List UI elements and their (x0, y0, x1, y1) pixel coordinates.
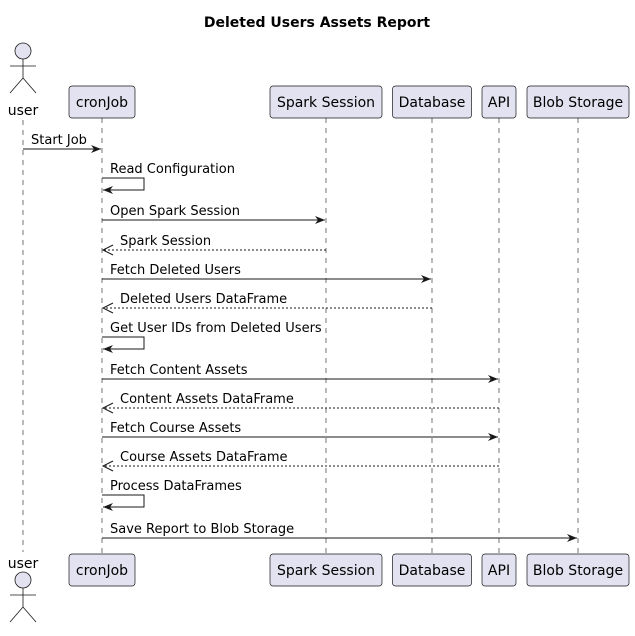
actor-left-leg (9, 606, 24, 623)
actor-head (14, 571, 32, 589)
message-label: Get User IDs from Deleted Users (110, 321, 322, 336)
arrowhead (91, 145, 101, 153)
arrowhead (101, 302, 114, 314)
message-label: Fetch Deleted Users (110, 263, 241, 278)
participant-blob-bottom: Blob Storage (526, 553, 630, 587)
message-label: Read Configuration (110, 162, 235, 177)
participant-db-bottom: Database (392, 553, 472, 587)
arrowhead (101, 402, 114, 414)
participant-box (392, 85, 472, 119)
message-label: Fetch Content Assets (110, 363, 248, 378)
arrowhead (101, 244, 114, 256)
actor-user-top: user (8, 42, 39, 119)
participant-box (68, 553, 136, 587)
lifelines (22, 118, 579, 554)
message-1: Start Job (23, 133, 101, 153)
participant-blob-top: Blob Storage (526, 85, 630, 119)
message-label: Course Assets DataFrame (120, 450, 288, 465)
participant-label: API (488, 563, 510, 579)
participant-box (481, 85, 517, 119)
message-label: Process DataFrames (110, 479, 242, 494)
arrowhead (315, 216, 325, 224)
message-13: Save Report to Blob Storage (102, 522, 577, 542)
participants-bottom: user cronJob Spark Session Database API Blob … (8, 553, 630, 623)
participant-label: cronJob (76, 95, 128, 111)
arrowhead (101, 460, 114, 472)
message-3: Open Spark Session (102, 204, 325, 224)
participant-label: user (8, 556, 39, 572)
participant-api-top: API (481, 85, 517, 119)
participant-db-top: Database (392, 85, 472, 119)
participant-label: API (488, 95, 510, 111)
participant-cron-top: cronJob (68, 85, 136, 119)
arrowhead (567, 534, 577, 542)
actor-head (14, 42, 32, 60)
message-label: Deleted Users DataFrame (120, 292, 287, 307)
arrowhead (488, 433, 498, 441)
participant-box (392, 553, 472, 587)
self-message-line (102, 177, 145, 191)
participant-label: Database (399, 95, 466, 111)
participant-box (481, 553, 517, 587)
message-label: Content Assets DataFrame (120, 392, 294, 407)
participant-box (526, 85, 630, 119)
participant-label: Blob Storage (533, 95, 623, 111)
actor-right-leg (22, 77, 37, 94)
participant-label: Spark Session (277, 95, 375, 111)
diagram-title: Deleted Users Assets Report (204, 15, 431, 31)
message-7: Get User IDs from Deleted Users (102, 321, 322, 353)
message-8: Fetch Content Assets (102, 363, 498, 383)
message-2: Read Configuration (102, 162, 235, 194)
message-label: Spark Session (120, 234, 211, 249)
participant-box (269, 553, 383, 587)
participant-label: user (8, 103, 39, 119)
participant-api-bottom: API (481, 553, 517, 587)
participant-box (68, 85, 136, 119)
arrowhead (103, 345, 113, 353)
participant-spark-top: Spark Session (269, 85, 383, 119)
message-11: Course Assets DataFrame (101, 450, 499, 472)
message-5: Fetch Deleted Users (102, 263, 431, 283)
message-label: Start Job (31, 133, 87, 148)
participant-cron-bottom: cronJob (68, 553, 136, 587)
message-label: Fetch Course Assets (110, 421, 241, 436)
participant-box (526, 553, 630, 587)
message-label: Save Report to Blob Storage (110, 522, 294, 537)
message-4: Spark Session (101, 234, 326, 256)
participant-label: Blob Storage (533, 563, 623, 579)
actor-left-leg (9, 77, 24, 94)
self-message-line (102, 336, 145, 350)
message-6: Deleted Users DataFrame (101, 292, 432, 314)
message-label: Open Spark Session (110, 204, 240, 219)
arrowhead (421, 275, 431, 283)
participant-label: Database (399, 563, 466, 579)
self-message-line (102, 494, 145, 508)
arrowhead (103, 503, 113, 511)
participant-label: cronJob (76, 563, 128, 579)
participants-top: user cronJob Spark Session Database API Blob … (8, 42, 630, 119)
actor-right-leg (22, 606, 37, 623)
message-12: Process DataFrames (102, 479, 242, 511)
actor-user-bottom: user (8, 556, 39, 623)
arrowhead (103, 186, 113, 194)
arrowhead (488, 375, 498, 383)
participant-box (269, 85, 383, 119)
participant-spark-bottom: Spark Session (269, 553, 383, 587)
participant-label: Spark Session (277, 563, 375, 579)
message-10: Fetch Course Assets (102, 421, 498, 441)
message-9: Content Assets DataFrame (101, 392, 499, 414)
